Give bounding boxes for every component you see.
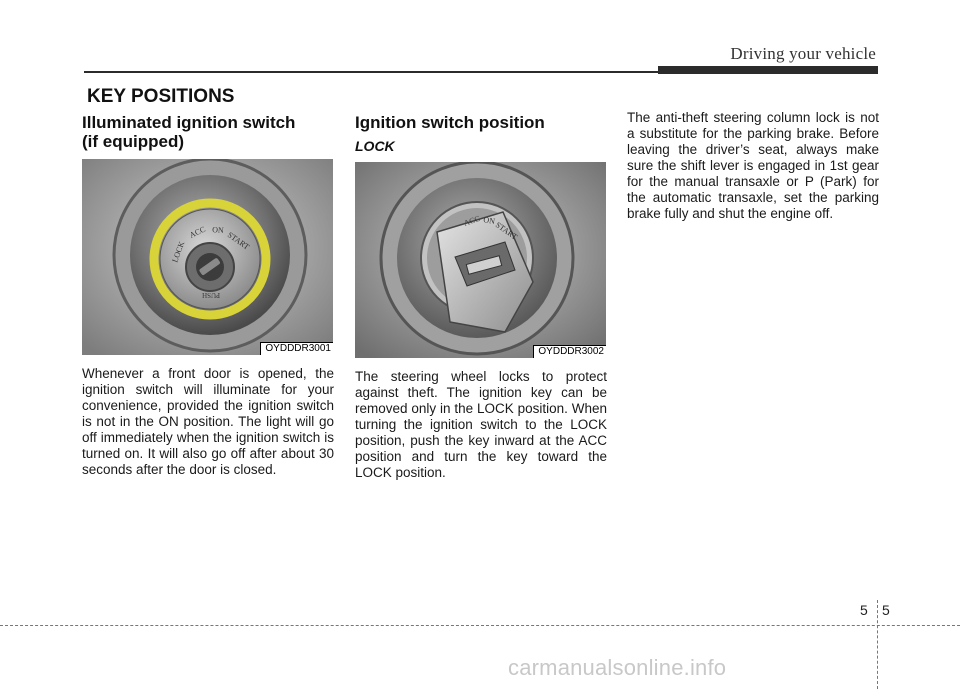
illuminated-switch-figure: LOCK ACC ON START PUSH OYDDDR3001 xyxy=(82,159,333,355)
column-illuminated-switch: Illuminated ignition switch (if equipped… xyxy=(82,113,334,478)
footer-divider xyxy=(877,600,878,689)
running-header: Driving your vehicle xyxy=(730,44,876,63)
chapter-number: 5 xyxy=(860,602,868,618)
illuminated-switch-text: Whenever a front door is opened, the ign… xyxy=(82,366,334,477)
illuminated-switch-illustration: LOCK ACC ON START PUSH xyxy=(82,159,333,355)
lock-position-figure: ACC ON START OYDDDR3002 xyxy=(355,162,606,358)
header-rule xyxy=(84,71,660,73)
anti-theft-text: The anti-theft steering column lock is n… xyxy=(627,110,879,221)
ignition-position-heading: Ignition switch position xyxy=(355,113,545,132)
page-number: 5 xyxy=(882,602,890,618)
switch-label-push: PUSH xyxy=(202,291,220,299)
footer-rule xyxy=(0,625,960,626)
section-title: KEY POSITIONS xyxy=(87,86,235,107)
lock-position-text: The steering wheel locks to protect agai… xyxy=(355,369,607,480)
figure-label: OYDDDR3001 xyxy=(260,342,333,355)
figure-label: OYDDDR3002 xyxy=(533,345,606,358)
switch-label-on: ON xyxy=(483,215,496,226)
illuminated-switch-heading: Illuminated ignition switch (if equipped… xyxy=(82,113,296,151)
illumination-ring xyxy=(149,198,271,320)
watermark: carmanualsonline.info xyxy=(508,655,727,680)
lock-subheading: LOCK xyxy=(355,138,395,154)
column-anti-theft-note: The anti-theft steering column lock is n… xyxy=(627,110,879,222)
lock-position-illustration: ACC ON START xyxy=(355,162,606,358)
header-rule-thick xyxy=(658,66,878,74)
switch-label-on: ON xyxy=(212,225,225,235)
column-ignition-position: Ignition switch position LOCK xyxy=(355,113,607,481)
